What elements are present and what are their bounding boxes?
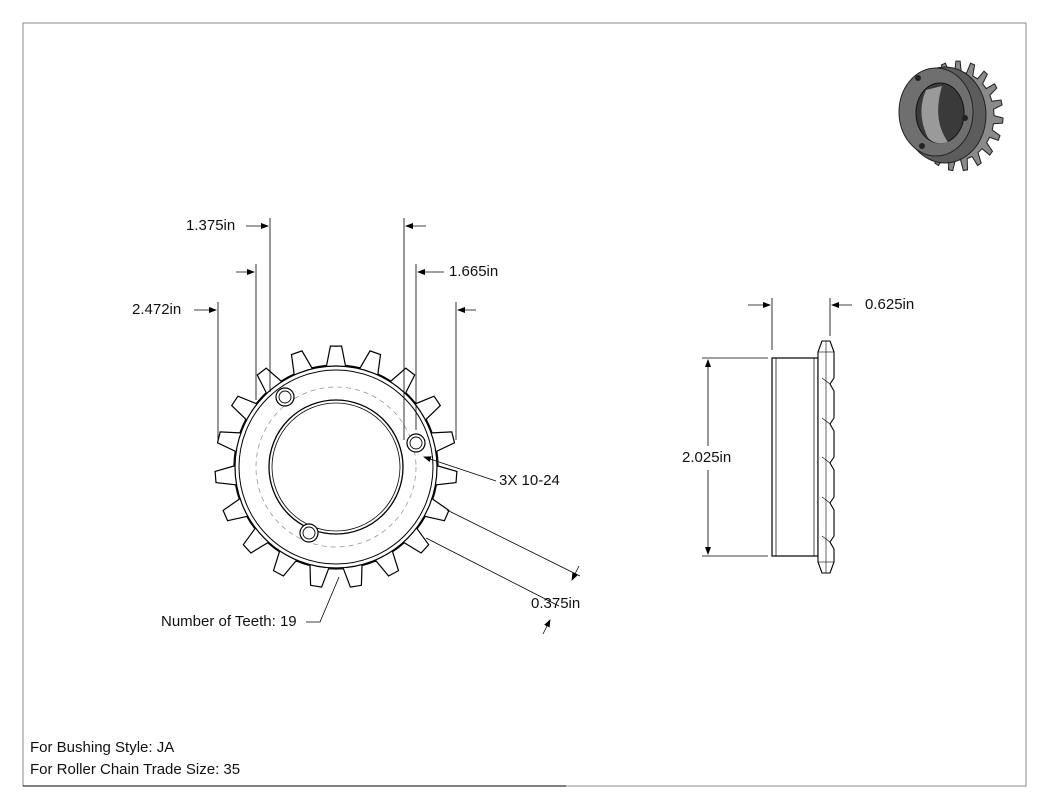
chain-size-note: For Roller Chain Trade Size: 35	[30, 761, 241, 778]
bore-dimension-label: 1.375in	[186, 217, 236, 234]
front-dimension-lines	[194, 218, 581, 635]
sheet-border	[22, 22, 1027, 787]
mounting-holes	[275, 387, 426, 543]
side-hub	[771, 357, 819, 557]
side-dimension-lines	[702, 298, 852, 557]
height-dimension-label: 2.025in	[682, 449, 732, 466]
hub-dimension-label: 1.665in	[449, 263, 499, 280]
side-view	[771, 340, 835, 574]
iso-hole-3	[919, 143, 925, 149]
iso-hole-1	[915, 75, 921, 81]
hub-outer-circle	[234, 365, 438, 569]
iso-bore-shadow	[921, 86, 948, 144]
front-view	[214, 345, 458, 588]
bore-circle	[268, 399, 404, 535]
mounting-hole-2	[409, 436, 423, 450]
iso-hole-2	[962, 115, 968, 121]
mounting-hole-1	[278, 390, 292, 404]
teeth-count-label: Number of Teeth: 19	[161, 613, 297, 630]
width-dimension-label: 0.625in	[865, 296, 915, 313]
bolt-circle	[255, 386, 417, 548]
tooth-width-label: 0.375in	[531, 595, 581, 612]
outer-dimension-label: 2.472in	[132, 301, 182, 318]
hub-inner-circle	[238, 369, 434, 565]
isometric-view	[898, 60, 1004, 172]
hole-callout-label: 3X 10-24	[499, 472, 560, 489]
bore-inner-circle	[271, 402, 401, 532]
mounting-hole-3	[302, 526, 316, 540]
bushing-style-note: For Bushing Style: JA	[30, 739, 175, 756]
